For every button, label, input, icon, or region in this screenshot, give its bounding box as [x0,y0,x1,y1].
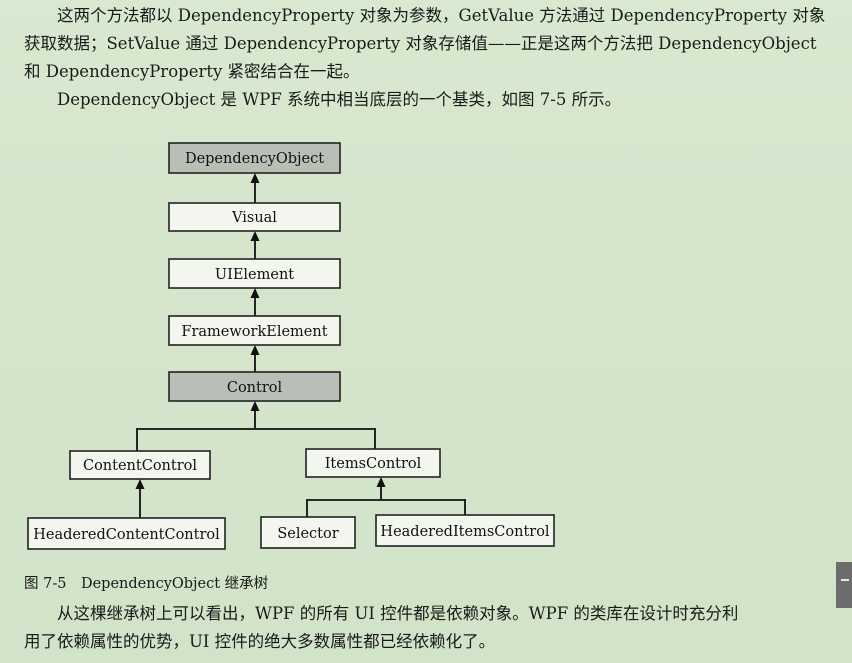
node-label: FrameworkElement [181,324,327,340]
node-box [305,448,441,478]
node-box [375,514,555,547]
paragraph-line: DependencyObject 是 WPF 系统中相当底层的一个基类，如图 7… [24,90,622,109]
paragraph-getvalue-setvalue: 这两个方法都以 DependencyProperty 对象为参数，GetValu… [24,2,830,86]
node-headered-content-control: HeaderedContentControl [27,517,226,550]
node-ui-element: UIElement [168,258,341,289]
node-framework-element: FrameworkElement [168,315,341,346]
node-label: HeaderedItemsControl [380,524,550,540]
node-box [27,517,226,550]
paragraph-line: 用了依赖属性的优势，UI 控件的绝大多数属性都已经依赖化了。 [24,632,496,651]
node-box [69,450,211,480]
paragraph-line: 获取数据；SetValue 通过 DependencyProperty 对象存储… [24,34,817,53]
arrowhead [376,477,386,487]
node-headered-items-control: HeaderedItemsControl [375,514,555,547]
node-label: ContentControl [83,458,197,474]
node-label: HeaderedContentControl [33,527,220,543]
paragraph-line: 这两个方法都以 DependencyProperty 对象为参数，GetValu… [24,6,826,25]
page-edge-tab[interactable] [836,562,852,608]
arrowhead [250,173,260,183]
arrowhead [250,231,260,241]
arrowhead [250,345,260,355]
node-box [168,258,341,289]
node-label: Visual [231,210,277,226]
tab-dash-icon [841,579,849,581]
arrowhead [135,479,145,489]
paragraph-conclusion: 从这棵继承树上可以看出，WPF 的所有 UI 控件都是依赖对象。WPF 的类库在… [24,600,830,656]
node-label: Selector [277,526,338,542]
node-content-control: ContentControl [69,450,211,480]
node-label: DependencyObject [185,151,324,167]
node-box [260,516,356,549]
node-label: ItemsControl [325,456,422,472]
connectors [135,173,466,518]
arrowhead [250,288,260,298]
node-box [168,202,341,232]
node-label: UIElement [215,267,294,283]
node-control: Control [168,371,341,402]
figure-caption: 图 7-5 DependencyObject 继承树 [24,576,269,592]
paragraph-line: 从这棵继承树上可以看出，WPF 的所有 UI 控件都是依赖对象。WPF 的类库在… [24,604,739,623]
node-items-control: ItemsControl [305,448,441,478]
paragraph-line: 和 DependencyProperty 紧密结合在一起。 [24,62,360,81]
arrowhead [250,401,260,411]
node-box [168,142,341,174]
node-label: Control [227,380,283,396]
node-dependency-object: DependencyObject [168,142,341,174]
node-box [168,315,341,346]
node-visual: Visual [168,202,341,232]
paragraph-base-class: DependencyObject 是 WPF 系统中相当底层的一个基类，如图 7… [24,86,830,114]
node-selector: Selector [260,516,356,549]
node-box [168,371,341,402]
